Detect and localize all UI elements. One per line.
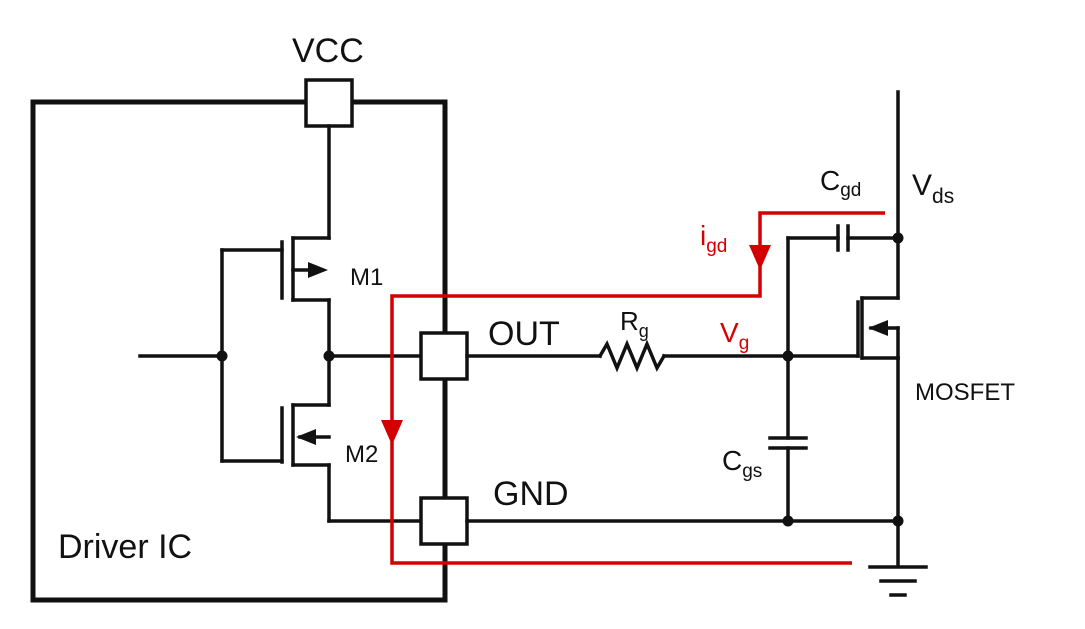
driver-out-junction [323, 350, 335, 362]
driver-ic-box [30, 99, 448, 603]
mosfet-label: MOSFET [915, 379, 1015, 406]
m2-label: M2 [345, 441, 378, 468]
vcc-label: VCC [292, 32, 364, 70]
rg-label: Rg [620, 306, 649, 341]
rg-resistor [597, 339, 667, 373]
vcc-pin [304, 78, 354, 128]
gnd-label: GND [493, 475, 569, 513]
ground-symbol [868, 565, 928, 597]
input-junction [216, 350, 228, 362]
mosfet-symbol [856, 296, 900, 360]
out-label: OUT [488, 315, 560, 353]
vds-label: Vds [912, 169, 954, 208]
igd-label: igd [700, 220, 727, 257]
m1-label: M1 [350, 264, 383, 291]
cgd-label: Cgd [820, 165, 861, 201]
out-pin [419, 331, 469, 381]
driver-ic-label: Driver IC [58, 528, 192, 566]
m1-transistor [220, 236, 331, 358]
m2-transistor [220, 354, 331, 523]
gnd-pin [419, 496, 469, 546]
cgs-label: Cgs [722, 445, 762, 482]
cgs-ground-junction [782, 515, 794, 527]
vg-label: Vg [720, 317, 749, 354]
igd-current-path [381, 211, 885, 565]
